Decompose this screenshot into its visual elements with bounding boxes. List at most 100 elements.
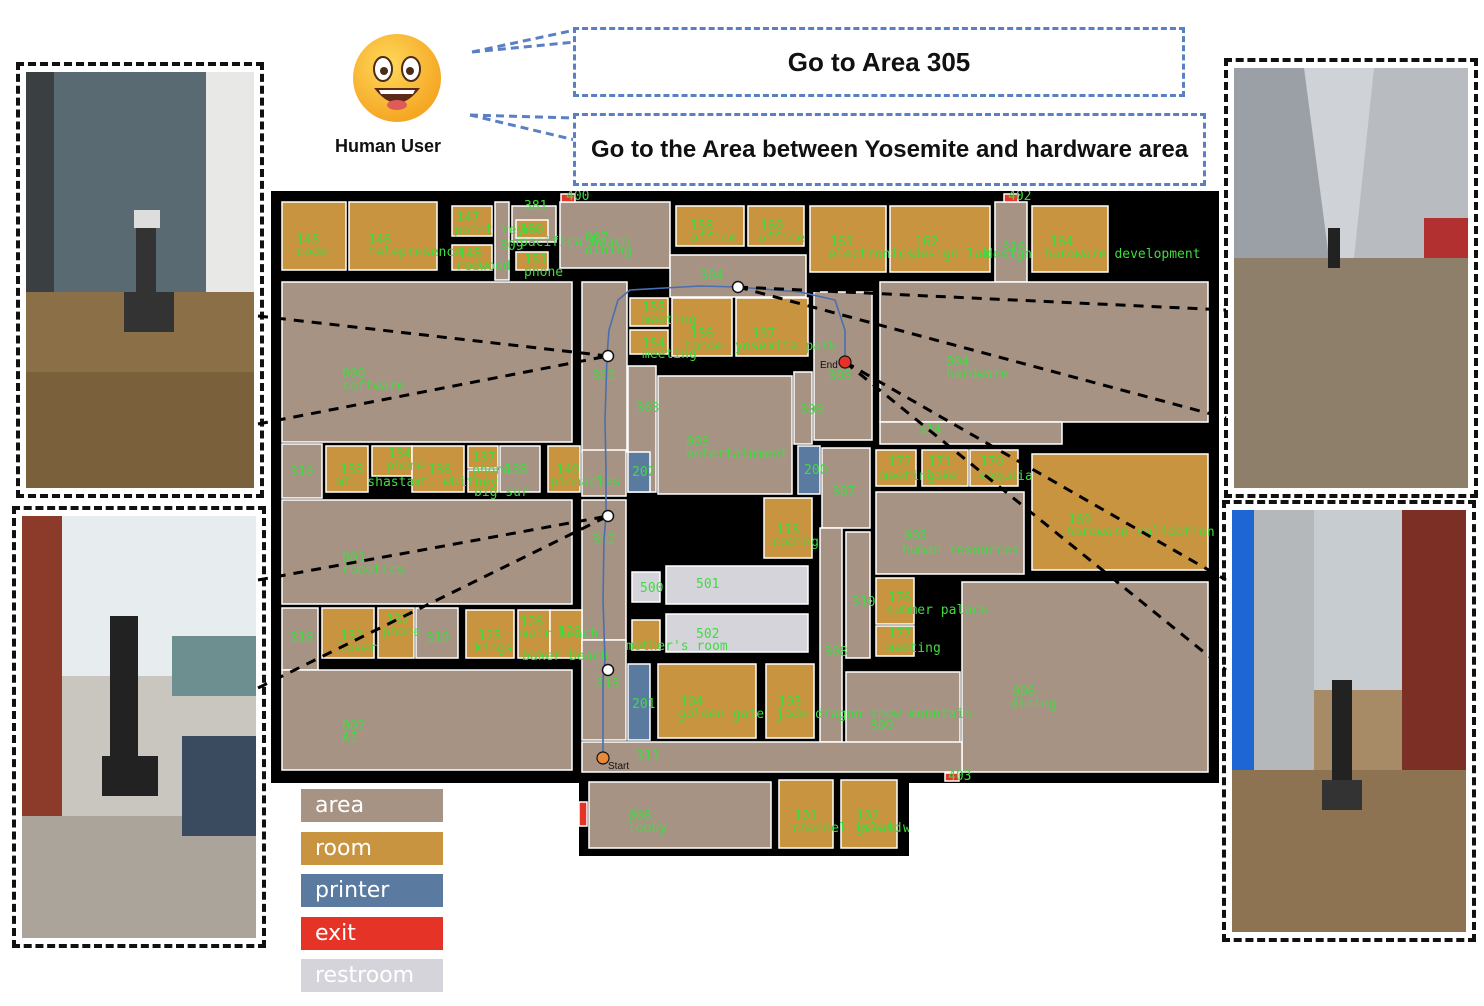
exit-402 bbox=[1003, 193, 1019, 203]
room-148 bbox=[451, 244, 493, 271]
area-007 bbox=[559, 201, 671, 269]
map-label-a131n: laser bbox=[338, 641, 377, 656]
command-text-2: Go to the Area between Yosemite and hard… bbox=[590, 135, 1189, 163]
area-008 bbox=[588, 781, 772, 849]
map-label-a310: 310 bbox=[290, 465, 313, 480]
legend-printer: printer bbox=[301, 874, 443, 907]
map-label-a501: 501 bbox=[696, 577, 719, 592]
map-label-a136n: mt. whitney bbox=[412, 475, 498, 490]
smiley-face-icon bbox=[352, 33, 442, 123]
room-137b bbox=[467, 469, 499, 493]
room-160 bbox=[747, 205, 805, 247]
map-label-a150: 150 bbox=[520, 223, 543, 238]
map-label-a005: 005 bbox=[904, 529, 927, 544]
map-label-a113n: coding bbox=[772, 535, 819, 550]
restroom-501 bbox=[665, 565, 809, 605]
map-label-a101: 101 bbox=[794, 809, 817, 824]
legend-room-label: room bbox=[315, 836, 372, 861]
map-label-a138n: big sur bbox=[474, 485, 529, 500]
map-label-a140: 140 bbox=[556, 463, 579, 478]
map-label-a172: 172 bbox=[888, 455, 911, 470]
room-101 bbox=[778, 779, 834, 849]
area-006 bbox=[961, 581, 1209, 773]
map-label-a162: 162 bbox=[915, 235, 938, 250]
robot-photo-4 bbox=[1232, 510, 1466, 932]
area-001 bbox=[281, 499, 573, 605]
map-label-a158: 158 bbox=[690, 219, 713, 234]
area-310 bbox=[281, 443, 323, 499]
map-label-a007: 007 bbox=[585, 231, 608, 246]
map-label-a303: 303 bbox=[636, 401, 659, 416]
map-label-a314: 314 bbox=[918, 423, 942, 438]
map-label-a164: 164 bbox=[1050, 235, 1074, 250]
robot-photo-1 bbox=[26, 72, 254, 488]
map-label-a004n: hardware bbox=[946, 367, 1009, 382]
map-label-a101n: channel island bbox=[792, 821, 902, 836]
map-label-a162n: design lab bbox=[912, 247, 990, 262]
command-box-2: Go to the Area between Yosemite and hard… bbox=[573, 113, 1206, 186]
map-label-a154n: meeting bbox=[642, 347, 697, 362]
map-label-a002: 002 bbox=[342, 719, 365, 734]
map-label-a008n: lobby bbox=[628, 821, 667, 836]
map-label-a312: 312 bbox=[592, 533, 615, 548]
map-label-a148n: redwood bbox=[456, 259, 511, 274]
area-138 bbox=[499, 445, 541, 493]
map-label-a151: 151 bbox=[524, 253, 547, 268]
room-133 bbox=[325, 445, 369, 493]
legend-area-label: area bbox=[315, 793, 365, 818]
map-label-a146n: telepresence bbox=[368, 245, 462, 260]
room-161 bbox=[809, 205, 887, 273]
map-label-a145: 145 bbox=[296, 233, 319, 248]
area-302 bbox=[581, 281, 628, 453]
photo-top-left bbox=[16, 62, 264, 498]
map-label-a133n: mt. shasta bbox=[336, 475, 414, 490]
map-label-a311: 311 bbox=[636, 749, 659, 764]
map-label-a006n: dining bbox=[1010, 697, 1057, 712]
room-102 bbox=[840, 779, 898, 849]
map-label-a500: 500 bbox=[640, 581, 663, 596]
room-162 bbox=[889, 205, 991, 273]
map-label-a304: 304 bbox=[700, 269, 724, 284]
map-label-a102: 102 bbox=[856, 809, 879, 824]
map-label-a318: 318 bbox=[290, 631, 313, 646]
map-label-a125n: kings bbox=[474, 641, 513, 656]
map-label-a134n: phone bbox=[386, 459, 425, 474]
map-label-a000n: software bbox=[342, 379, 405, 394]
photo-bottom-right bbox=[1222, 500, 1476, 942]
map-label-a003n: entertainment bbox=[686, 447, 788, 462]
map-label-a128: 128 bbox=[558, 625, 581, 640]
room-147 bbox=[451, 205, 493, 237]
area-002 bbox=[281, 669, 573, 771]
map-label-a310b: 310 bbox=[852, 595, 875, 610]
map-label-a201: 201 bbox=[632, 697, 655, 712]
map-label-a171n: lake bbox=[926, 469, 957, 484]
legend-room: room bbox=[301, 832, 443, 865]
map-label-a151n: phone bbox=[524, 265, 563, 280]
command-text-1: Go to Area 305 bbox=[787, 46, 971, 77]
map-label-a177n: meeting bbox=[886, 641, 941, 656]
room-158 bbox=[675, 205, 745, 247]
map-label-a400: 400 bbox=[566, 191, 589, 204]
room-137 bbox=[467, 445, 499, 469]
map-label-a308: 308 bbox=[824, 645, 847, 660]
area-304 bbox=[669, 254, 807, 298]
room-150 bbox=[515, 219, 549, 239]
map-label-a104n: golden gate bbox=[678, 707, 764, 722]
map-label-a006: 006 bbox=[1012, 685, 1035, 700]
area-312 bbox=[581, 499, 627, 641]
map-label-a128n: baker beach bbox=[522, 649, 608, 664]
map-label-a169n: hardware validation bbox=[1066, 525, 1215, 540]
photo-top-right bbox=[1224, 58, 1478, 498]
room-136 bbox=[411, 445, 465, 493]
map-label-a132n: phone bbox=[382, 625, 421, 640]
map-label-a102n: great wall bbox=[856, 821, 909, 836]
map-label-a319: 319 bbox=[426, 631, 449, 646]
map-label-a001n: robotics bbox=[342, 563, 405, 578]
map-label-a136: 136 bbox=[428, 463, 451, 478]
area-314 bbox=[879, 421, 1063, 445]
map-label-a177: 177 bbox=[888, 627, 911, 642]
map-label-a171: 171 bbox=[928, 455, 951, 470]
area-309-top bbox=[494, 201, 510, 281]
speech-connectors bbox=[469, 28, 576, 142]
